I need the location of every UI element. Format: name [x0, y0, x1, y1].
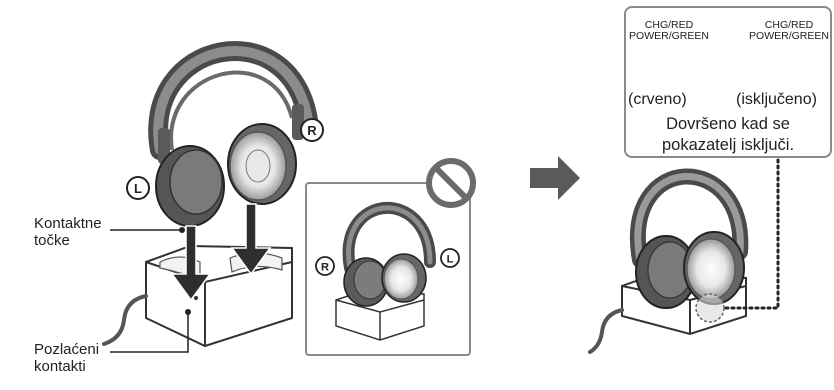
contact-highlight	[696, 294, 724, 322]
before-caption-line-2: POWER/GREEN	[624, 31, 714, 42]
right-arrow-icon	[530, 156, 580, 200]
contact-points-line-2: točke	[34, 232, 102, 249]
after-state: (isključeno)	[736, 91, 817, 109]
right-marker: R	[301, 119, 323, 141]
contact-points-line-1: Kontaktne	[34, 215, 102, 232]
before-state: (crveno)	[628, 91, 687, 109]
completion-message-line-2: pokazatelj isključi.	[624, 135, 832, 156]
gold-contacts-line-2: kontakti	[34, 358, 99, 375]
headphones-charging	[590, 176, 746, 352]
svg-text:R: R	[321, 262, 329, 274]
after-caption-line-2: POWER/GREEN	[744, 31, 834, 42]
completion-message: Dovršeno kad se pokazatelj isključi.	[624, 114, 832, 157]
contact-points-label: Kontaktne točke	[34, 215, 102, 250]
wrong-orientation-panel: R L	[306, 183, 470, 355]
gold-contacts-line-1: Pozlaćeni	[34, 341, 99, 358]
prohibited-icon	[429, 161, 473, 205]
svg-text:R: R	[307, 123, 317, 138]
after-caption: CHG/RED POWER/GREEN	[744, 20, 834, 42]
svg-text:L: L	[134, 181, 142, 196]
charging-cradle	[104, 246, 292, 346]
headphones-large	[156, 51, 308, 226]
contact-point-dot	[179, 227, 185, 233]
left-marker: L	[127, 177, 149, 199]
before-caption: CHG/RED POWER/GREEN	[624, 20, 714, 42]
contact-point-dot	[185, 309, 191, 315]
svg-text:L: L	[447, 254, 454, 266]
gold-contacts-label: Pozlaćeni kontakti	[34, 341, 99, 376]
completion-message-line-1: Dovršeno kad se	[624, 114, 832, 135]
